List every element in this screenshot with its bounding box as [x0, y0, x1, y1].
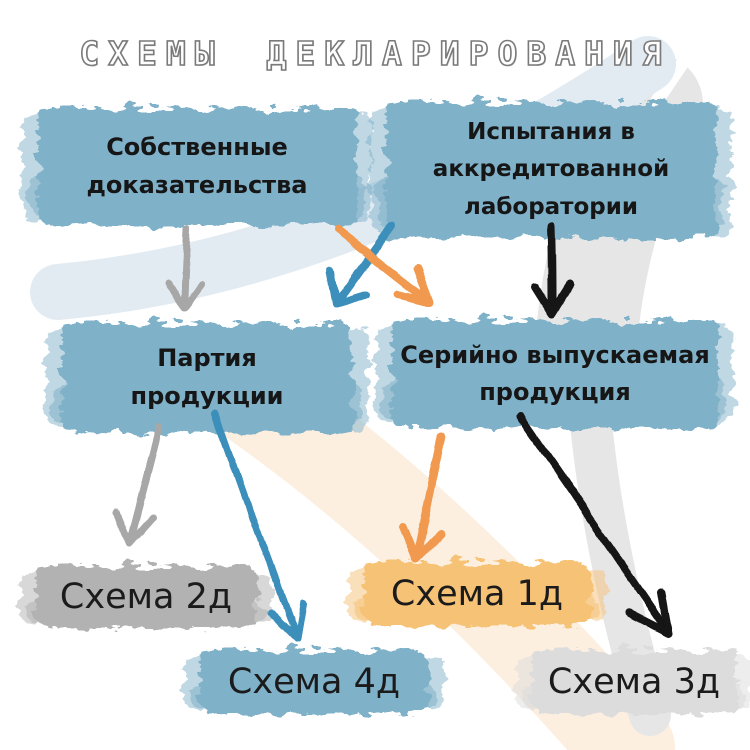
node-scheme-1d-label: Схема 1д	[390, 573, 564, 614]
label-line: продукция	[479, 378, 631, 406]
node-scheme-4d: Схема 4д	[184, 650, 444, 714]
node-serial-label: Серийно выпускаемая продукция	[400, 337, 709, 411]
node-scheme-3d-label: Схема 3д	[547, 661, 721, 702]
label-line: продукции	[130, 382, 284, 410]
node-scheme-2d: Схема 2д	[20, 566, 272, 628]
arrow-own-evidence-to-batch	[164, 224, 206, 312]
label-line: Испытания в	[467, 119, 635, 146]
node-lab-tests: Испытания в аккредитованной лаборатории	[370, 102, 732, 238]
node-serial: Серийно выпускаемая продукция	[376, 320, 734, 428]
node-batch: Партия продукции	[46, 323, 368, 433]
node-scheme-3d: Схема 3д	[516, 650, 750, 714]
label-line: Партия	[157, 344, 257, 373]
node-own-evidence-label: Собственные доказательства	[87, 129, 308, 205]
label-line: аккредитованной	[432, 156, 670, 183]
label-line: Серийно выпускаемая	[400, 340, 710, 369]
label-line: Собственные	[106, 133, 288, 162]
label-line: доказательства	[86, 171, 308, 199]
arrow-own-evidence-to-serial	[334, 226, 434, 306]
arrow-serial-to-scheme-1d	[399, 433, 446, 563]
label-line: лаборатории	[463, 193, 639, 220]
arrow-batch-to-scheme-2d	[113, 424, 164, 547]
arrow-lab-tests-to-batch	[327, 222, 396, 308]
node-scheme-4d-label: Схема 4д	[227, 661, 401, 702]
arrow-lab-tests-to-serial	[531, 222, 573, 317]
node-scheme-2d-label: Схема 2д	[59, 576, 233, 617]
node-scheme-1d: Схема 1д	[348, 562, 606, 626]
page-title: СХЕМЫ ДЕКЛАРИРОВАНИЯ	[79, 33, 671, 74]
node-own-evidence: Собственные доказательства	[22, 108, 372, 226]
node-lab-tests-label: Испытания в аккредитованной лаборатории	[433, 114, 669, 226]
node-batch-label: Партия продукции	[131, 340, 284, 416]
